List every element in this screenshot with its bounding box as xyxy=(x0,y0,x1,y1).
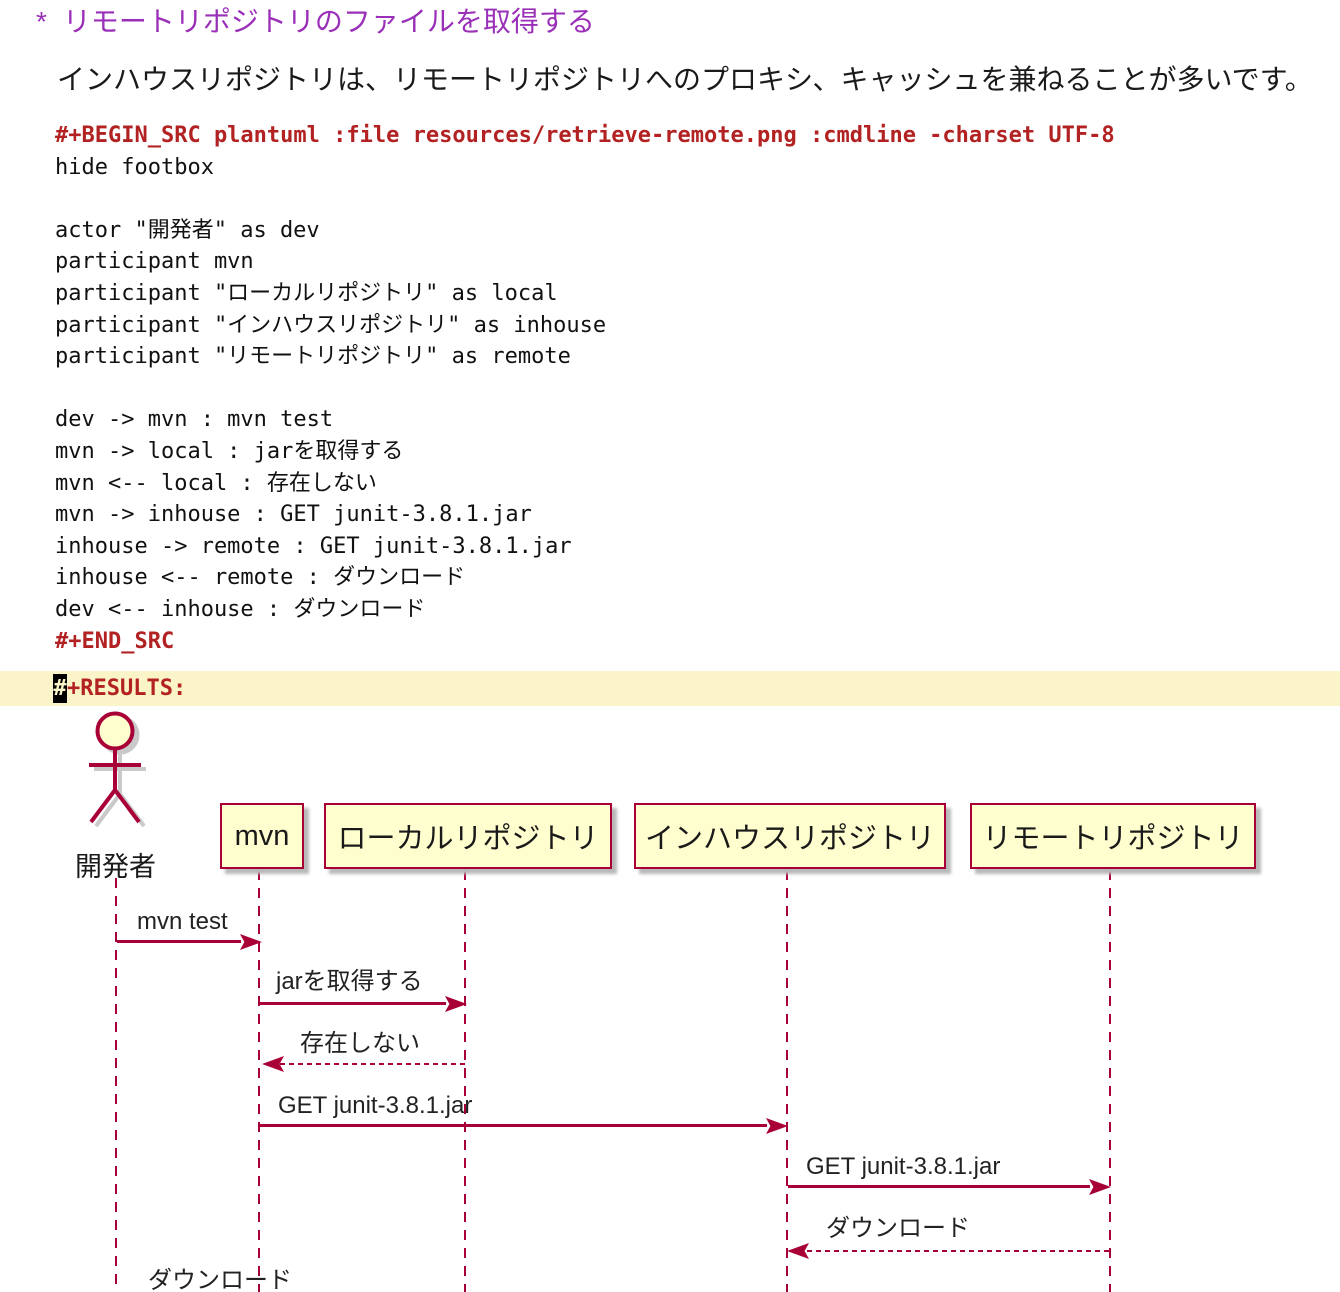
code-line[interactable]: dev <-- inhouse : ダウンロード xyxy=(55,596,426,622)
code-line[interactable]: participant "リモートリポジトリ" as remote xyxy=(55,344,571,370)
arrowhead-right-icon xyxy=(1089,1179,1111,1195)
message-label: mvn test xyxy=(137,908,228,935)
paragraph-text[interactable]: インハウスリポジトリは、リモートリポジトリへのプロキシ、キャッシュを兼ねることが… xyxy=(57,64,1313,95)
message-return-arrow xyxy=(807,1250,1111,1252)
plantuml-src-block: #+BEGIN_SRC plantuml :file resources/ret… xyxy=(55,120,1335,657)
code-line[interactable]: inhouse -> remote : GET junit-3.8.1.jar xyxy=(55,533,572,559)
participant-label: ローカルリポジトリ xyxy=(337,823,599,855)
org-heading-bullet: * xyxy=(36,6,47,37)
lifeline-remote xyxy=(1109,870,1111,1292)
message-return-arrow xyxy=(280,1063,466,1065)
message-label: ダウンロード xyxy=(826,1215,970,1242)
code-line[interactable]: mvn <-- local : 存在しない xyxy=(55,470,377,496)
lifeline-local xyxy=(464,870,466,1292)
results-line[interactable]: #+RESULTS: xyxy=(0,671,1340,706)
code-line[interactable]: participant "ローカルリポジトリ" as local xyxy=(55,280,558,306)
participant-label: mvn xyxy=(234,819,290,852)
code-line[interactable] xyxy=(55,373,1335,405)
code-line[interactable]: dev -> mvn : mvn test xyxy=(55,407,334,433)
code-line[interactable]: actor "開発者" as dev xyxy=(55,217,320,243)
message-label: jarを取得する xyxy=(276,968,423,995)
code-line[interactable]: participant "インハウスリポジトリ" as inhouse xyxy=(55,312,607,338)
message-arrow xyxy=(260,1002,446,1005)
arrowhead-right-icon xyxy=(766,1118,788,1134)
lifeline-dev xyxy=(115,878,117,1292)
org-heading[interactable]: * リモートリポジトリのファイルを取得する xyxy=(36,5,595,39)
code-line[interactable]: hide footbox xyxy=(55,154,214,180)
code-line[interactable]: mvn -> inhouse : GET junit-3.8.1.jar xyxy=(55,502,532,528)
actor-icon xyxy=(89,711,146,828)
message-arrow xyxy=(260,1124,767,1127)
participant-box-remote: リモートリポジトリ xyxy=(970,803,1256,869)
lifeline-mvn xyxy=(258,870,260,1292)
participant-box-inhouse: インハウスリポジトリ xyxy=(634,803,946,869)
message-arrow xyxy=(788,1185,1090,1188)
code-line[interactable] xyxy=(55,183,1335,215)
participant-box-mvn: mvn xyxy=(220,803,304,869)
participant-label: インハウスリポジトリ xyxy=(644,823,935,855)
code-line[interactable]: mvn -> local : jarを取得する xyxy=(55,438,404,464)
plantuml-sequence-diagram: 開発者 mvn ローカルリポジトリ インハウスリポジトリ リモートリポジトリ m… xyxy=(0,706,1340,1292)
arrowhead-left-icon xyxy=(787,1243,809,1259)
text-cursor: # xyxy=(53,674,67,703)
message-label: 存在しない xyxy=(300,1030,420,1057)
participant-box-local: ローカルリポジトリ xyxy=(324,803,612,869)
message-label: GET junit-3.8.1.jar xyxy=(278,1092,473,1119)
participant-label: リモートリポジトリ xyxy=(982,823,1244,855)
message-arrow xyxy=(117,940,241,943)
results-keyword: +RESULTS: xyxy=(67,676,187,701)
code-line[interactable]: inhouse <-- remote : ダウンロード xyxy=(55,565,466,591)
lifeline-inhouse xyxy=(786,870,788,1292)
actor-label: 開発者 xyxy=(75,852,156,882)
org-heading-text: リモートリポジトリのファイルを取得する xyxy=(62,6,595,37)
end-src-line[interactable]: #+END_SRC xyxy=(55,628,175,654)
begin-src-line[interactable]: #+BEGIN_SRC plantuml :file resources/ret… xyxy=(55,123,1115,148)
message-label: GET junit-3.8.1.jar xyxy=(806,1153,1001,1180)
code-line[interactable]: participant mvn xyxy=(55,249,254,275)
message-label: ダウンロード xyxy=(148,1267,292,1292)
